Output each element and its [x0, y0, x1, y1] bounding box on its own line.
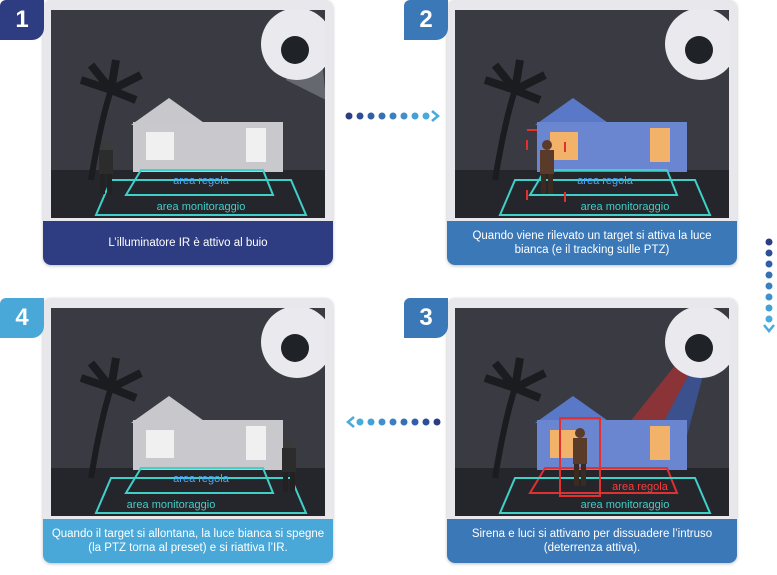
step-1-scene: area regola area monitoraggio	[51, 10, 325, 218]
step-4-scene: area regola area monitoraggio	[51, 308, 325, 516]
step-1-monitor-label: area monitoraggio	[157, 201, 246, 213]
step-1-area-label: area regola	[173, 175, 230, 187]
step-4-monitor-label: area monitoraggio	[127, 499, 216, 511]
person-figure	[282, 438, 296, 492]
step-4-badge: 4	[0, 298, 44, 338]
step-2-area-label: area regola	[577, 175, 634, 187]
person-figure	[99, 140, 113, 194]
person-figure	[573, 428, 587, 486]
step-2-panel: area regola area monitoraggio Quando vie…	[447, 0, 737, 265]
step-4-caption: Quando il target si allontana, la luce b…	[43, 519, 333, 563]
person-figure	[540, 140, 554, 194]
step-4-panel: area regola area monitoraggio Quando il …	[43, 298, 333, 563]
arrow-2-to-3	[763, 238, 775, 333]
step-3-monitor-label: area monitoraggio	[581, 499, 670, 511]
arrow-3-to-4	[346, 416, 441, 428]
step-1-caption: L’illuminatore IR è attivo al buio	[43, 221, 333, 265]
step-3-area-label: area regola	[612, 481, 669, 493]
arrow-1-to-2	[345, 110, 440, 122]
step-3-badge: 3	[404, 298, 448, 338]
step-2-monitor-label: area monitoraggio	[581, 201, 670, 213]
step-3-scene: area regola area monitoraggio	[455, 308, 729, 516]
step-4-area-label: area regola	[173, 473, 230, 485]
step-2-caption: Quando viene rilevato un target si attiv…	[447, 221, 737, 265]
step-2-badge: 2	[404, 0, 448, 40]
step-1-panel: area regola area monitoraggio L’illumina…	[43, 0, 333, 265]
step-2-scene: area regola area monitoraggio	[455, 10, 729, 218]
step-3-panel: area regola area monitoraggio Sirena e l…	[447, 298, 737, 563]
step-1-badge: 1	[0, 0, 44, 40]
step-3-caption: Sirena e luci si attivano per dissuadere…	[447, 519, 737, 563]
